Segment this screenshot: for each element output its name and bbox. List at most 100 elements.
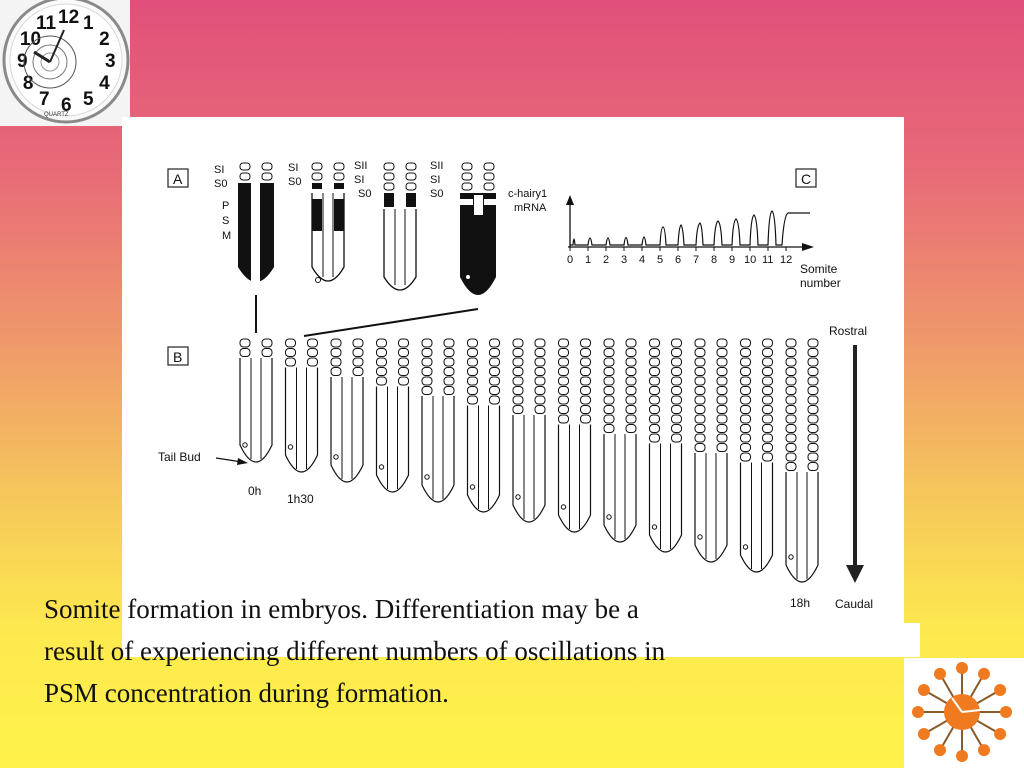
somite: [580, 348, 591, 357]
somite: [580, 414, 591, 424]
somite: [603, 386, 615, 395]
somite: [762, 414, 773, 424]
somite: [285, 348, 296, 357]
stage2-embryo: [311, 162, 345, 283]
somite: [649, 338, 660, 348]
somite: [671, 357, 682, 367]
somite: [512, 357, 524, 367]
somite: [239, 348, 251, 357]
somite: [740, 348, 751, 357]
somite: [603, 424, 615, 433]
somite: [330, 367, 342, 376]
somite: [740, 386, 751, 395]
neural-tube: [705, 453, 717, 559]
number-label: number: [800, 276, 841, 290]
somite: [352, 338, 364, 348]
somite: [625, 348, 637, 357]
embryo-stage: [785, 338, 819, 583]
stage1-embryo: [238, 162, 274, 284]
somite: [785, 386, 797, 395]
neural-tube: [432, 396, 444, 499]
somite: [512, 338, 524, 348]
figure-bottom-strip: [122, 623, 920, 657]
somite: [625, 424, 637, 433]
somite: [512, 386, 524, 395]
clock-ball: [978, 667, 990, 680]
clock-ball: [994, 684, 1007, 696]
somite: [558, 367, 569, 376]
somite: [807, 433, 819, 443]
tick-label: 9: [729, 254, 735, 266]
somite: [625, 386, 637, 395]
clock-number: 9: [17, 51, 28, 72]
clock-number: 3: [105, 51, 116, 72]
somite: [489, 367, 500, 376]
ball-clock-icon: [904, 658, 1024, 768]
somite: [489, 348, 500, 357]
clock-ball: [978, 744, 990, 757]
somite: [330, 357, 342, 367]
mrna-label: mRNA: [514, 202, 547, 214]
somite: [443, 357, 455, 367]
somite: [716, 395, 728, 405]
somite-label: Somite: [800, 262, 838, 276]
somite: [807, 338, 819, 348]
somite: [625, 357, 637, 367]
somite: [352, 348, 364, 357]
somite: [762, 386, 773, 395]
tick-label: 10: [744, 254, 756, 266]
somite: [603, 367, 615, 376]
tick-label: 5: [657, 254, 663, 266]
somite: [261, 338, 273, 348]
somite: [762, 376, 773, 386]
somite: [625, 367, 637, 376]
somite: [762, 348, 773, 357]
somite: [421, 348, 433, 357]
somite: [785, 338, 797, 348]
somite: [694, 357, 706, 367]
somite: [807, 424, 819, 433]
somite: [467, 348, 478, 357]
clock-number: 1: [83, 13, 94, 34]
clock-ball: [934, 667, 946, 680]
somite: [376, 357, 387, 367]
somite: [534, 395, 546, 405]
embryo-outline: [239, 358, 273, 463]
somite: [489, 376, 500, 386]
somite: [603, 338, 615, 348]
embryo-outline: [648, 443, 683, 553]
stage4-s0-label: S0: [430, 188, 443, 200]
stage3-s0-label: S0: [358, 188, 371, 200]
somite: [512, 367, 524, 376]
somite: [558, 395, 569, 405]
somite: [467, 338, 478, 348]
somite: [694, 433, 706, 443]
somite: [785, 405, 797, 414]
somite: [785, 414, 797, 424]
somite: [716, 405, 728, 414]
embryo-outline: [557, 424, 592, 533]
somite: [785, 367, 797, 376]
somite: [716, 338, 728, 348]
embryo-stage: [330, 338, 364, 483]
tick-label: 12: [780, 254, 792, 266]
somite: [740, 443, 751, 452]
stage4-embryo: [460, 162, 496, 295]
somite: [694, 443, 706, 452]
somite: [443, 348, 455, 357]
stage1-s1-label: SI: [214, 164, 224, 176]
somite: [534, 367, 546, 376]
somite: [785, 376, 797, 386]
psm-letter-p: P: [222, 200, 229, 212]
somite: [762, 357, 773, 367]
clock-ball: [994, 728, 1007, 740]
somite: [558, 338, 569, 348]
somite: [376, 367, 387, 376]
somite: [762, 338, 773, 348]
somite: [239, 338, 251, 348]
embryo-outline: [421, 396, 455, 503]
somite: [671, 395, 682, 405]
clock-ball: [1000, 706, 1012, 718]
somite: [285, 357, 296, 367]
somite: [671, 367, 682, 376]
